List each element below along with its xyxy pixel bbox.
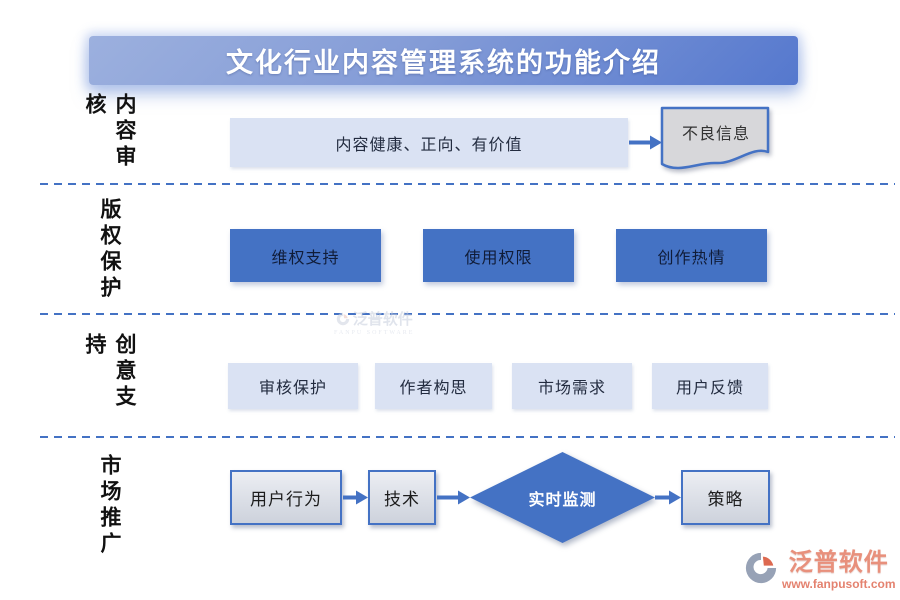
realtime-monitor-diamond: 实时监测: [469, 451, 656, 544]
arrow-right-icon: [343, 490, 368, 505]
section-label-creative-support: 创意支持: [83, 333, 137, 411]
diamond-shape-icon: [470, 452, 655, 543]
section-divider: [40, 436, 895, 438]
footer-text-block: 泛普软件 www.fanpusoft.com: [782, 551, 896, 590]
arrow-right-icon: [629, 135, 662, 150]
fanpu-logo: 泛普软件 www.fanpusoft.com: [744, 551, 896, 590]
arrow-right-icon: [437, 490, 470, 505]
content-health-box: 内容健康、正向、有价值: [230, 118, 628, 167]
user-behavior-box: 用户行为: [230, 470, 342, 525]
section-label-copyright: 版权保护: [98, 198, 122, 302]
section-label-market-promotion: 市场推广: [98, 454, 122, 558]
market-demand-box: 市场需求: [512, 363, 632, 409]
technology-box: 技术: [368, 470, 436, 525]
user-feedback-box: 用户反馈: [652, 363, 768, 409]
watermark-subtext: FANPU SOFTWARE: [334, 330, 415, 336]
section-divider: [40, 313, 895, 315]
watermark-brand: 泛普软件: [352, 312, 413, 328]
bad-info-label: 不良信息: [681, 126, 750, 143]
watermark-row: 泛普软件: [336, 308, 413, 329]
review-protection-box: 审核保护: [228, 363, 358, 409]
footer-url: www.fanpusoft.com: [782, 577, 896, 591]
footer-brand: 泛普软件: [788, 550, 889, 576]
title-banner: 文化行业内容管理系统的功能介绍: [89, 36, 798, 85]
author-concept-box: 作者构思: [375, 363, 492, 409]
section-divider: [40, 183, 895, 185]
arrow-right-icon: [655, 490, 681, 505]
realtime-monitor-label: 实时监测: [528, 491, 597, 509]
section-label-content-review: 内容审核: [83, 93, 137, 171]
rights-support-box: 维权支持: [230, 229, 381, 282]
bad-info-document-shape: 不良信息: [660, 106, 772, 174]
fanpu-logo-icon: [745, 552, 777, 584]
creative-passion-box: 创作热情: [616, 229, 767, 282]
page-title: 文化行业内容管理系统的功能介绍: [226, 48, 661, 78]
usage-permission-box: 使用权限: [423, 229, 574, 282]
document-shape-icon: [660, 106, 770, 170]
strategy-box: 策略: [681, 470, 770, 525]
